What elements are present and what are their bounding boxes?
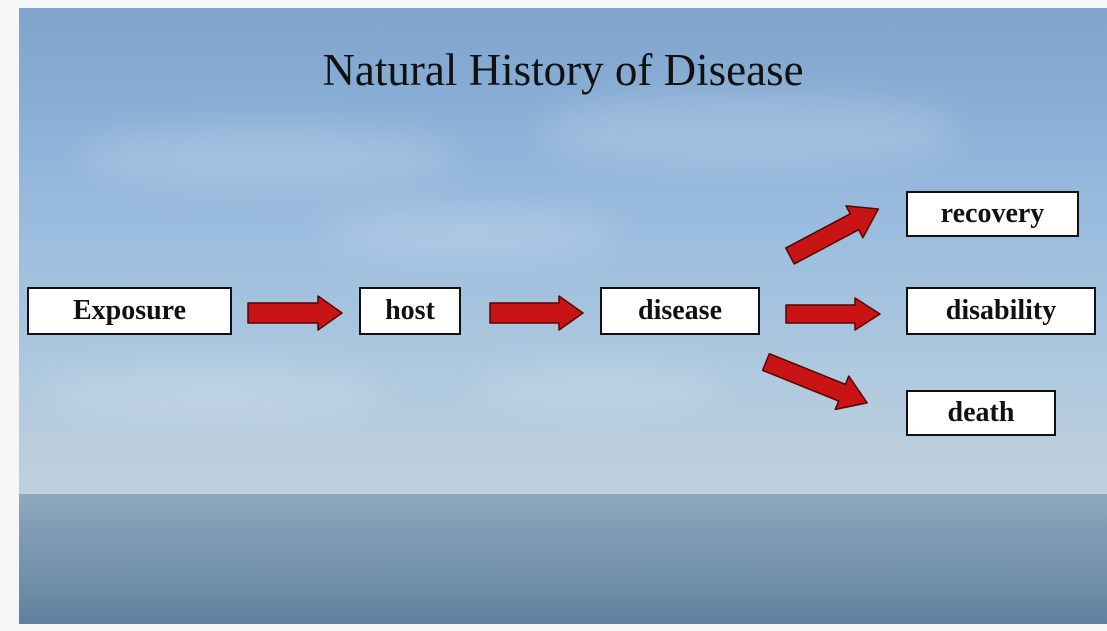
arrow-host-to-disease [490, 296, 583, 330]
node-disease: disease [600, 287, 760, 335]
arrow-disease-to-disability [786, 298, 880, 330]
arrow-disease-to-recovery [782, 193, 887, 272]
arrow-exposure-to-host [248, 296, 342, 330]
node-death: death [906, 390, 1056, 436]
node-host: host [359, 287, 461, 335]
node-disability: disability [906, 287, 1096, 335]
node-recovery: recovery [906, 191, 1079, 237]
node-exposure: Exposure [27, 287, 232, 335]
arrow-disease-to-death [759, 345, 874, 419]
